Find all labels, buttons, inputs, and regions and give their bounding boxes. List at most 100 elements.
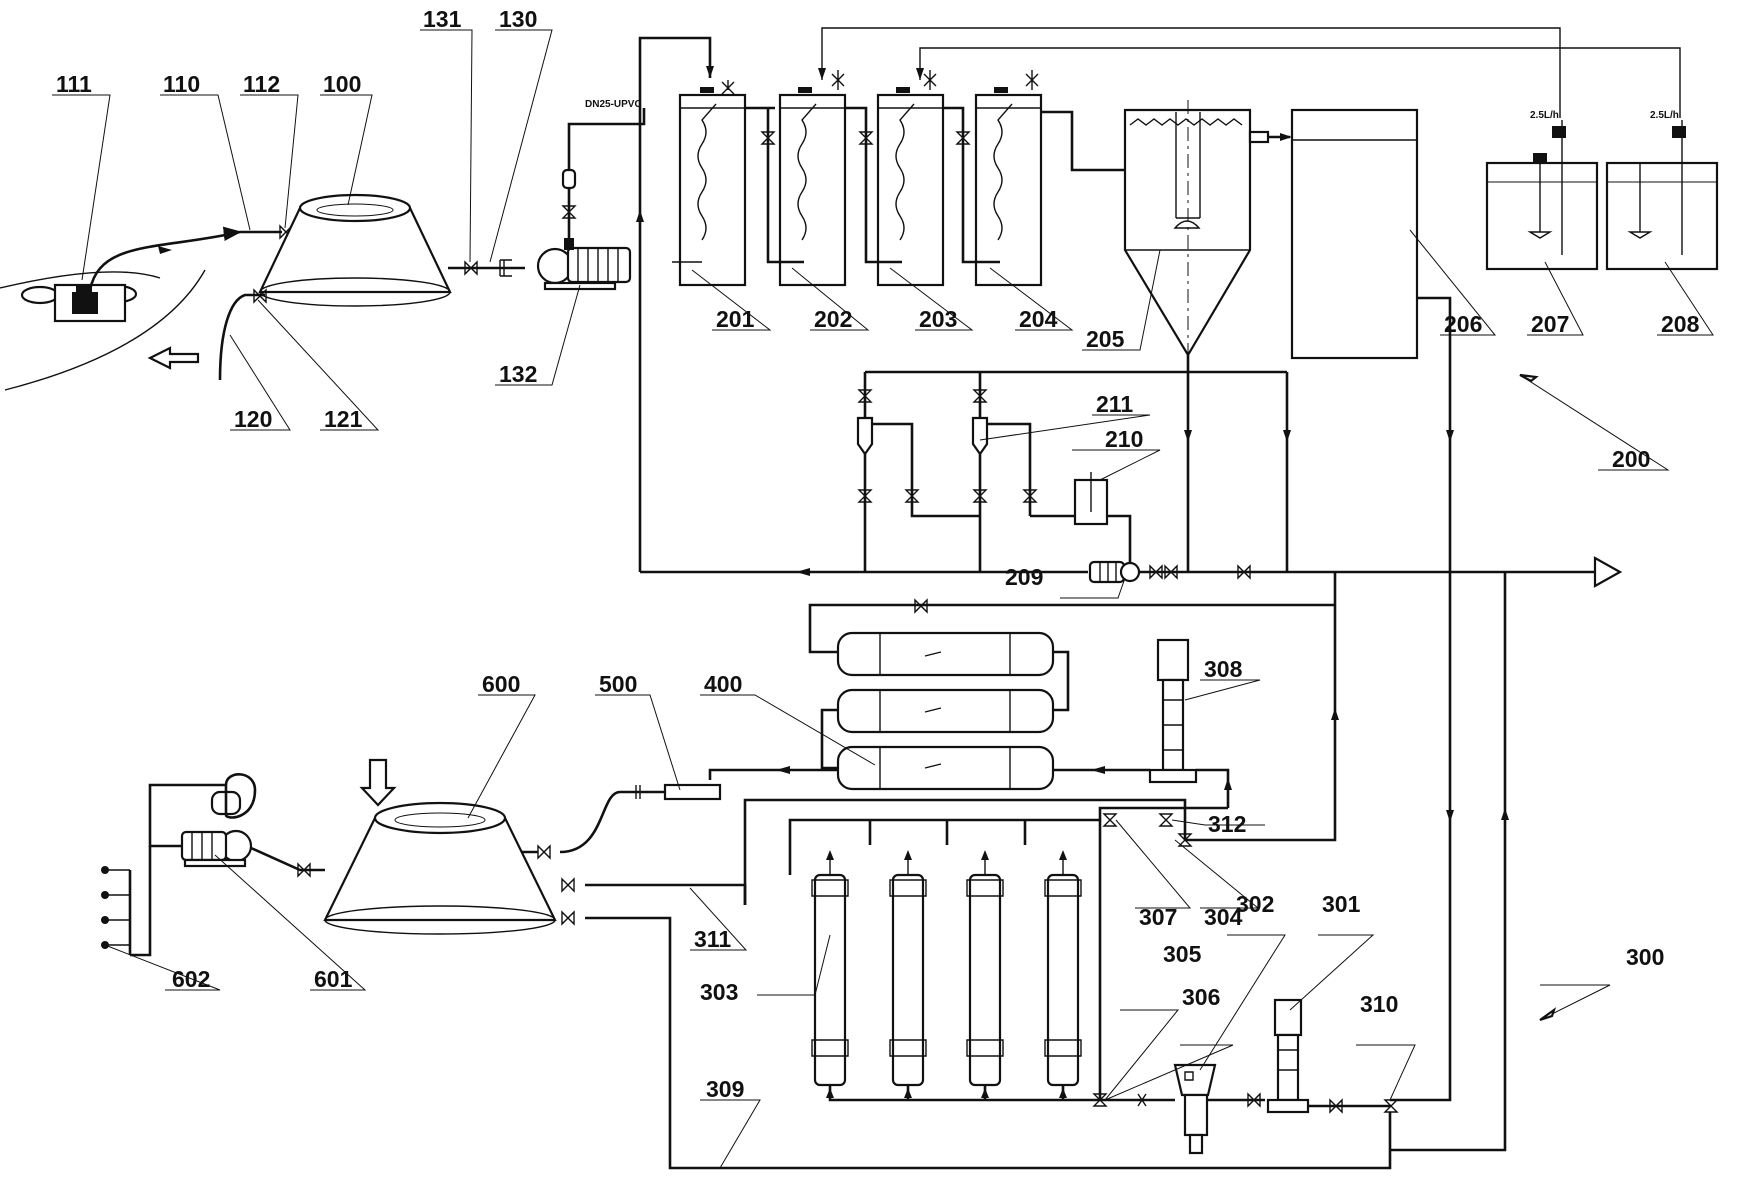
label-309: 309 xyxy=(706,1076,744,1102)
pump-601-loop xyxy=(224,773,257,819)
leader-lines xyxy=(52,29,1714,1169)
valve-601 xyxy=(297,862,311,878)
label-110: 110 xyxy=(163,71,200,97)
reactor-202 xyxy=(760,70,847,287)
label-307: 307 xyxy=(1139,904,1177,930)
outlet-taps-602 xyxy=(105,869,130,946)
pipe-309 xyxy=(585,916,1392,1170)
tank-600-bottom xyxy=(324,905,556,935)
label-202: 202 xyxy=(814,306,852,332)
pump-209 xyxy=(1088,560,1141,584)
label-306: 306 xyxy=(1182,984,1220,1010)
label-203: 203 xyxy=(919,306,957,332)
pump-308-feed xyxy=(1196,768,1230,808)
flow-arrow xyxy=(706,66,714,78)
pump-601 xyxy=(180,790,253,868)
pipe-110 xyxy=(88,226,282,291)
pump-discharge-pipe xyxy=(567,108,646,240)
pump-308 xyxy=(1148,638,1198,784)
label-210: 210 xyxy=(1105,426,1143,452)
label-303: 303 xyxy=(700,979,738,1005)
label-206: 206 xyxy=(1444,311,1482,337)
dosing-tank-208 xyxy=(1605,120,1719,271)
discharge-valves xyxy=(1149,564,1251,580)
membrane-section xyxy=(101,572,1399,1170)
dose-rate-208: 2.5L/h xyxy=(1650,110,1679,121)
section-200-arrowhead xyxy=(1519,373,1539,383)
label-211: 211 xyxy=(1096,391,1133,417)
dosing-line-207 xyxy=(821,27,1561,118)
reactor-203 xyxy=(845,70,945,287)
label-132: 132 xyxy=(499,361,537,387)
reactor-204 xyxy=(943,70,1043,287)
label-200: 200 xyxy=(1612,446,1650,472)
label-207: 207 xyxy=(1531,311,1569,337)
pipe-311 xyxy=(743,798,1100,905)
ro-module-400 xyxy=(836,631,1055,791)
valves-307-312 xyxy=(1102,813,1174,827)
ro-link-1 xyxy=(1053,650,1070,712)
pump-301 xyxy=(1266,998,1310,1114)
dosing-tank-207 xyxy=(1485,120,1599,271)
flow-arrow xyxy=(1331,708,1339,720)
label-111: 111 xyxy=(56,71,92,97)
dosing-line-208 xyxy=(919,47,1681,118)
pipe-120 xyxy=(218,293,265,381)
flow-arrow xyxy=(826,1088,1067,1098)
valve-306 xyxy=(1092,1093,1108,1107)
ro-valve xyxy=(914,598,928,614)
label-130: 130 xyxy=(499,6,537,32)
label-209: 209 xyxy=(1005,564,1043,590)
shore-curve xyxy=(4,269,206,391)
label-308: 308 xyxy=(1204,656,1243,682)
ro-concentrate xyxy=(808,603,1335,654)
reactor-section: 2.5L/h 2.5L/h xyxy=(636,27,1719,1152)
filter-500 xyxy=(663,783,722,801)
flow-arrow xyxy=(636,210,644,222)
filter-302 xyxy=(1173,1063,1217,1155)
label-208: 208 xyxy=(1661,311,1700,337)
dose-rate-207: 2.5L/h xyxy=(1530,110,1559,121)
flow-arrow xyxy=(158,246,172,254)
float-left xyxy=(20,285,60,305)
reactor-201 xyxy=(672,80,775,287)
pump-132 xyxy=(536,238,632,291)
tank-600-valves xyxy=(537,844,575,926)
flow-meter xyxy=(561,168,577,190)
flow-arrow xyxy=(1501,808,1509,820)
reference-labels: 111 110 112 100 131 130 132 120 121 201 … xyxy=(56,6,1700,1102)
settler-205 xyxy=(1123,100,1292,358)
pipe-601-600 xyxy=(250,846,325,872)
label-310: 310 xyxy=(1360,991,1398,1017)
tank-600-water xyxy=(394,812,486,828)
label-201: 201 xyxy=(716,306,755,332)
ro-permeate xyxy=(708,768,838,780)
uf-header xyxy=(788,806,1228,875)
flow-arrow xyxy=(818,68,924,80)
check-valve xyxy=(1137,1093,1147,1107)
inflow-arrow xyxy=(359,758,397,807)
flow-arrow xyxy=(796,568,810,576)
label-301: 301 xyxy=(1322,891,1361,917)
label-400: 400 xyxy=(704,671,742,697)
section-300-arrowhead xyxy=(1539,1007,1557,1022)
return-riser xyxy=(1185,572,1337,842)
label-300: 300 xyxy=(1626,944,1664,970)
label-205: 205 xyxy=(1086,326,1125,352)
valve-310 xyxy=(1329,1098,1399,1114)
pipe-311-to-600 xyxy=(585,883,747,905)
uf-branches xyxy=(868,820,1027,845)
recycle-line xyxy=(638,36,712,572)
uf-modules-303 xyxy=(811,850,1082,1087)
label-131: 131 xyxy=(423,6,462,32)
backwash-line xyxy=(1390,572,1507,1152)
label-311: 311 xyxy=(694,926,731,952)
pump-valve xyxy=(561,205,577,219)
flow-arrow xyxy=(1091,766,1105,774)
flow-arrow xyxy=(1224,778,1232,790)
tank-100-water xyxy=(316,203,394,217)
cartridge-filters-211 xyxy=(856,372,1038,572)
water-surface-line xyxy=(0,271,161,289)
tank-100-bottom xyxy=(259,277,451,307)
